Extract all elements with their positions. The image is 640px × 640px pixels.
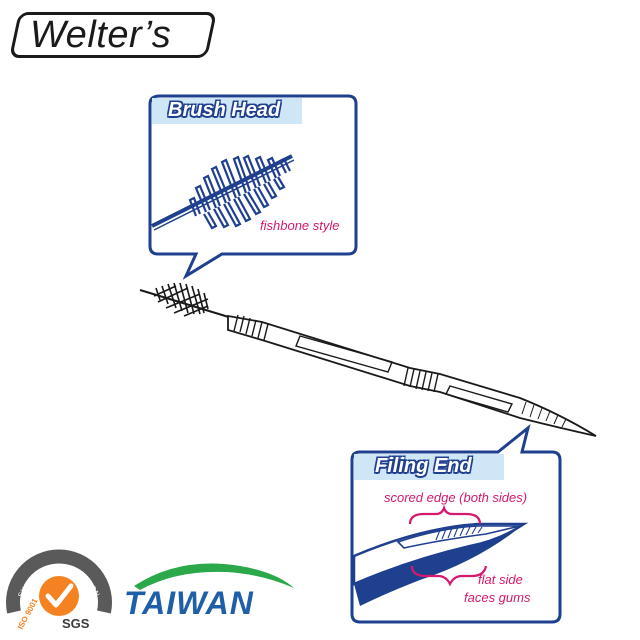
- toothpick-grip-rings: [233, 314, 439, 393]
- taiwan-wordmark: TAIWAN: [124, 585, 254, 621]
- brush-head-note: fishbone style: [260, 218, 340, 233]
- faces-gums-note: faces gums: [464, 590, 531, 605]
- flat-side-note: flat side: [478, 572, 523, 587]
- check-icon: [45, 583, 74, 608]
- scored-edge-brace: [408, 504, 482, 525]
- filing-end-callout: [350, 424, 562, 624]
- brush-head-title-band: [152, 98, 302, 124]
- filing-end-title-band: [354, 454, 504, 480]
- toothpick-illustration: [139, 282, 597, 437]
- fishbone-bristles: [188, 154, 291, 230]
- filing-scored-lines: [435, 526, 483, 541]
- taiwan-swoosh-icon: [134, 563, 294, 590]
- sgs-label: SGS: [62, 616, 90, 631]
- filing-end-title: Filing End: [375, 455, 472, 477]
- brand-logo: Welter’s: [30, 14, 172, 56]
- toothpick-brush-bristles: [153, 282, 209, 317]
- brush-head-callout: [148, 94, 358, 280]
- certification-ring: [6, 549, 112, 614]
- taiwan-logo: [134, 563, 294, 590]
- flat-side-brace: [410, 565, 488, 587]
- filing-blade-flat-side: [354, 524, 524, 606]
- brush-head-title: Brush Head: [168, 99, 281, 121]
- iso-certification-badge: SYSTEM CERTIFICATION ISO 9001: [6, 549, 112, 631]
- scored-edge-note: scored edge (both sides): [384, 490, 528, 505]
- orange-seal: [39, 576, 79, 616]
- toothpick-scored-tip: [521, 401, 567, 428]
